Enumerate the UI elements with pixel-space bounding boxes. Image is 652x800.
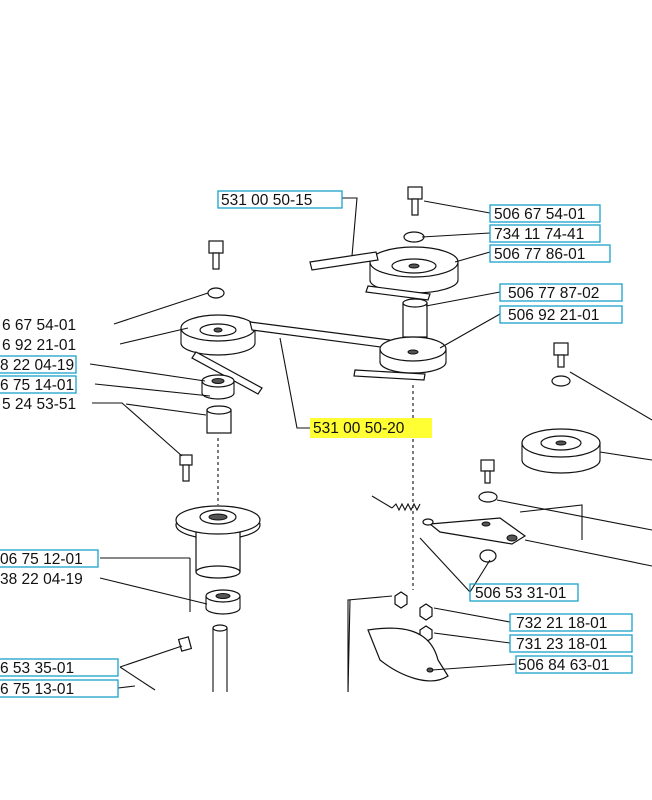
label-731-23-18-01[interactable]: 731 23 18-01: [509, 634, 633, 653]
label-06-75-12-01[interactable]: 06 75 12-01: [0, 549, 99, 568]
mechanical-drawing: [175, 186, 601, 692]
label-506-84-63-01[interactable]: 506 84 63-01: [515, 655, 633, 674]
tension-spring: [371, 495, 434, 526]
label-506-67-54-01-right[interactable]: 506 67 54-01: [489, 204, 601, 223]
svg-text:6 75 13-01: 6 75 13-01: [0, 681, 74, 698]
svg-text:731 23 18-01: 731 23 18-01: [516, 636, 607, 653]
svg-text:734 11 74-41: 734 11 74-41: [494, 226, 584, 243]
label-732-21-18-01[interactable]: 732 21 18-01: [509, 613, 633, 632]
svg-text:732 21 18-01: 732 21 18-01: [516, 615, 607, 632]
arm-washer: [478, 491, 498, 503]
svg-text:6 92 21-01: 6 92 21-01: [2, 337, 76, 354]
arm-bolt: [480, 459, 495, 484]
upper-belt-lower: [365, 285, 431, 301]
label-6-92-21-01-left[interactable]: 6 92 21-01: [2, 337, 76, 354]
label-531-00-50-20[interactable]: 531 00 50-20: [310, 418, 432, 438]
middle-right-pulley: [379, 336, 447, 374]
svg-text:506 84 63-01: 506 84 63-01: [518, 657, 609, 674]
label-6-75-14-01[interactable]: 6 75 14-01: [0, 375, 77, 394]
idler-bolt: [553, 342, 569, 368]
spindle-housing: [175, 505, 261, 579]
label-5-24-53-51[interactable]: 5 24 53-51: [2, 396, 76, 413]
left-pulley: [180, 314, 256, 356]
spindle-shaft: [212, 624, 228, 692]
upper-belt-left: [309, 251, 379, 271]
left-belt: [191, 351, 263, 395]
left-bolt: [208, 240, 224, 270]
svg-text:506 92 21-01: 506 92 21-01: [508, 307, 599, 324]
idler-arm: [428, 517, 527, 545]
svg-text:6 53 35-01: 6 53 35-01: [0, 660, 74, 677]
idler-washer: [551, 375, 571, 387]
belt-guard: [367, 627, 449, 682]
label-506-77-86-01[interactable]: 506 77 86-01: [489, 244, 611, 263]
main-belt: [249, 321, 391, 349]
svg-text:5 24 53-51: 5 24 53-51: [2, 396, 76, 413]
label-6-75-13-01[interactable]: 6 75 13-01: [0, 679, 119, 698]
label-6-67-54-01-left[interactable]: 6 67 54-01: [2, 317, 76, 334]
key: [177, 636, 193, 652]
deck-nut-2: [419, 603, 433, 621]
svg-text:531 00 50-20: 531 00 50-20: [313, 420, 405, 437]
label-506-77-87-02[interactable]: 506 77 87-02: [499, 283, 623, 302]
svg-text:38 22 04-19: 38 22 04-19: [0, 571, 83, 588]
svg-text:506 67 54-01: 506 67 54-01: [494, 206, 585, 223]
lower-bearing: [205, 589, 241, 615]
svg-text:6 75 14-01: 6 75 14-01: [0, 377, 74, 394]
deck-edge: [347, 595, 393, 692]
svg-text:506 77 86-01: 506 77 86-01: [494, 246, 585, 263]
svg-text:531 00 50-15: 531 00 50-15: [221, 192, 312, 209]
svg-text:06 75 12-01: 06 75 12-01: [0, 551, 83, 568]
left-spacer: [206, 405, 232, 434]
label-531-00-50-15[interactable]: 531 00 50-15: [217, 190, 343, 209]
right-bolt: [407, 186, 423, 216]
label-8-22-04-19[interactable]: 8 22 04-19: [0, 355, 77, 374]
svg-text:8 22 04-19: 8 22 04-19: [0, 357, 74, 374]
right-spacer: [402, 298, 428, 338]
label-506-53-31-01[interactable]: 506 53 31-01: [469, 583, 579, 602]
label-38-22-04-19[interactable]: 38 22 04-19: [0, 571, 83, 588]
right-washer: [403, 231, 425, 243]
upper-right-pulley: [369, 246, 459, 294]
label-506-92-21-01-right[interactable]: 506 92 21-01: [499, 305, 623, 324]
deck-nut-1: [394, 591, 408, 609]
label-6-53-35-01[interactable]: 6 53 35-01: [0, 658, 119, 677]
idler-pulley: [521, 428, 601, 474]
svg-text:506 53 31-01: 506 53 31-01: [475, 585, 566, 602]
housing-bolt: [179, 454, 193, 482]
svg-text:506 77 87-02: 506 77 87-02: [508, 285, 599, 302]
svg-text:6 67 54-01: 6 67 54-01: [2, 317, 76, 334]
part-labels: 531 00 50-15 506 67 54-01 734 11 74-41 5…: [0, 190, 633, 698]
leader-lines: [89, 197, 652, 693]
label-734-11-74-41[interactable]: 734 11 74-41: [489, 224, 601, 243]
arm-nut: [479, 549, 497, 563]
middle-belt: [353, 369, 426, 381]
left-washer: [207, 287, 225, 299]
